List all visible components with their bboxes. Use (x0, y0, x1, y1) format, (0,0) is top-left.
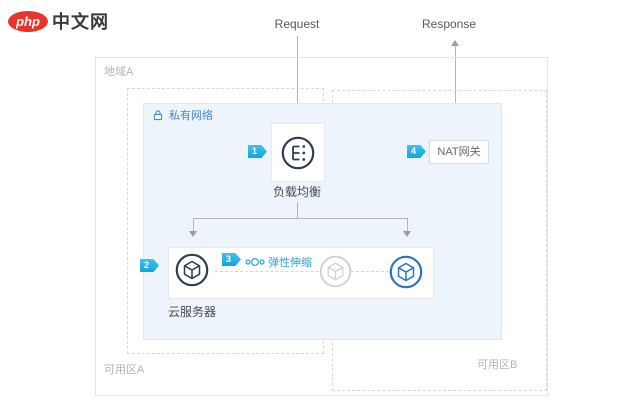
server-icon-ghost (317, 253, 354, 290)
step-badge-2: 2 (140, 259, 159, 272)
nat-gateway-box: NAT网关 (429, 140, 489, 164)
private-network-label: 私有网络 (169, 110, 213, 122)
region-label: 地域A (104, 66, 134, 78)
request-label: Request (274, 17, 320, 31)
step-badge-1: 1 (248, 145, 267, 158)
logo-php-badge: php (8, 10, 48, 32)
response-label: Response (421, 17, 477, 31)
connector-left-line (193, 218, 194, 232)
site-name-label: 中文网 (52, 12, 109, 32)
server-icon-primary (173, 251, 211, 289)
load-balancer-icon (279, 134, 317, 172)
region-box (95, 57, 548, 396)
response-arrowhead-icon (451, 40, 459, 46)
auto-scaling-icon (245, 256, 265, 268)
cloud-server-box (168, 247, 434, 299)
request-arrow-line (297, 36, 298, 114)
lock-icon (152, 109, 164, 122)
response-arrow-line (455, 46, 456, 139)
load-balancer-label: 负载均衡 (272, 185, 321, 199)
auto-scaling-label: 弹性伸缩 (268, 257, 312, 269)
load-balancer-node (271, 123, 325, 182)
step-badge-4: 4 (407, 145, 426, 158)
server-icon-scaled (387, 253, 425, 291)
connector-right-arrowhead-icon (403, 231, 411, 237)
php-site-logo[interactable]: php 中文网 (8, 8, 109, 34)
scaling-dashed-line (215, 271, 389, 272)
connector-horizontal-line (193, 218, 408, 219)
step-badge-3: 3 (222, 253, 241, 266)
cloud-server-label: 云服务器 (168, 305, 217, 319)
zone-b-label: 可用区B (477, 359, 518, 371)
zone-a-label: 可用区A (104, 364, 145, 376)
connector-right-line (407, 218, 408, 232)
connector-left-arrowhead-icon (189, 231, 197, 237)
connector-stub-line (297, 202, 298, 218)
private-network-header: 私有网络 (152, 107, 213, 123)
